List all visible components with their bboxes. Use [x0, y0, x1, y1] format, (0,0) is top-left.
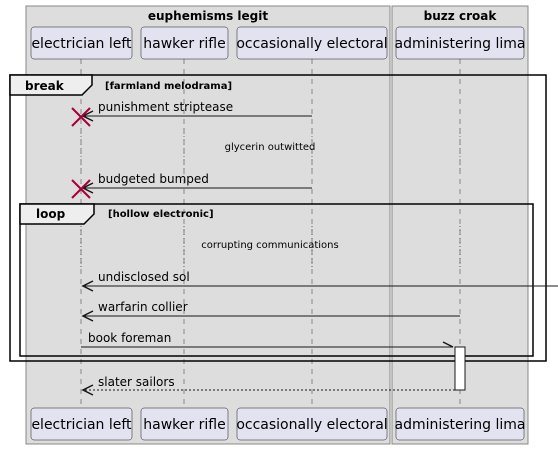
fragment-break-guard: [farmland melodrama] — [105, 81, 232, 92]
participant-electrician-left-top: electrician left — [30, 26, 133, 60]
fragment-break-tab — [9, 74, 93, 96]
participant-administering-lima-top: administering lima — [394, 26, 526, 60]
participant-label: occasionally electoral — [236, 417, 387, 433]
participant-label: electrician left — [31, 417, 132, 433]
fragment-loop-guard: [hollow electronic] — [108, 209, 214, 220]
message-budgeted-bumped: budgeted bumped — [81, 172, 312, 194]
fragment-break-keyword: break — [25, 79, 65, 93]
fragment-loop-frame — [19, 203, 534, 357]
message-label: punishment striptease — [98, 100, 233, 114]
participant-hawker-rifle-bottom: hawker rifle — [140, 407, 229, 441]
participant-label: administering lima — [394, 417, 525, 433]
participant-occasionally-electoral-bottom: occasionally electoral — [236, 407, 388, 441]
delay-label: glycerin outwitted — [225, 142, 316, 153]
participant-label: electrician left — [31, 36, 132, 52]
destroy-mark-2 — [71, 179, 91, 199]
participant-administering-lima-bottom: administering lima — [394, 407, 526, 441]
fragment-break: break [farmland melodrama] — [9, 74, 547, 362]
message-label: undisclosed sol — [98, 270, 190, 284]
message-slater-sailors: slater sailors — [81, 375, 455, 396]
participant-hawker-rifle-top: hawker rifle — [140, 26, 229, 60]
fragment-loop-tab — [19, 203, 95, 225]
message-label: slater sailors — [98, 375, 175, 389]
fragment-loop: loop [hollow electronic] — [19, 203, 534, 357]
participant-label: hawker rifle — [143, 417, 225, 433]
message-warfarin-collier: warfarin collier — [81, 300, 460, 322]
message-label: warfarin collier — [98, 300, 188, 314]
box-title-buzz-croak: buzz croak — [424, 9, 498, 23]
participant-occasionally-electoral-top: occasionally electoral — [236, 26, 388, 60]
delay-corrupting-communications: corrupting communications — [80, 226, 461, 268]
delay-glycerin-outwitted: glycerin outwitted — [80, 128, 461, 170]
fragment-break-frame — [9, 74, 547, 362]
activation-bar-administering-lima — [454, 346, 466, 391]
message-label: budgeted bumped — [98, 172, 209, 186]
participant-label: occasionally electoral — [236, 36, 387, 52]
participant-electrician-left-bottom: electrician left — [30, 407, 133, 441]
fragment-loop-keyword: loop — [36, 207, 66, 221]
participant-label: hawker rifle — [143, 36, 225, 52]
box-title-euphemisms-legit: euphemisms legit — [148, 9, 268, 23]
participant-label: administering lima — [394, 36, 525, 52]
message-label: book foreman — [88, 331, 171, 345]
delay-label: corrupting communications — [201, 240, 338, 251]
destroy-mark-1 — [71, 107, 91, 127]
message-undisclosed-sol: undisclosed sol — [81, 270, 558, 292]
message-book-foreman: book foreman — [81, 331, 454, 348]
